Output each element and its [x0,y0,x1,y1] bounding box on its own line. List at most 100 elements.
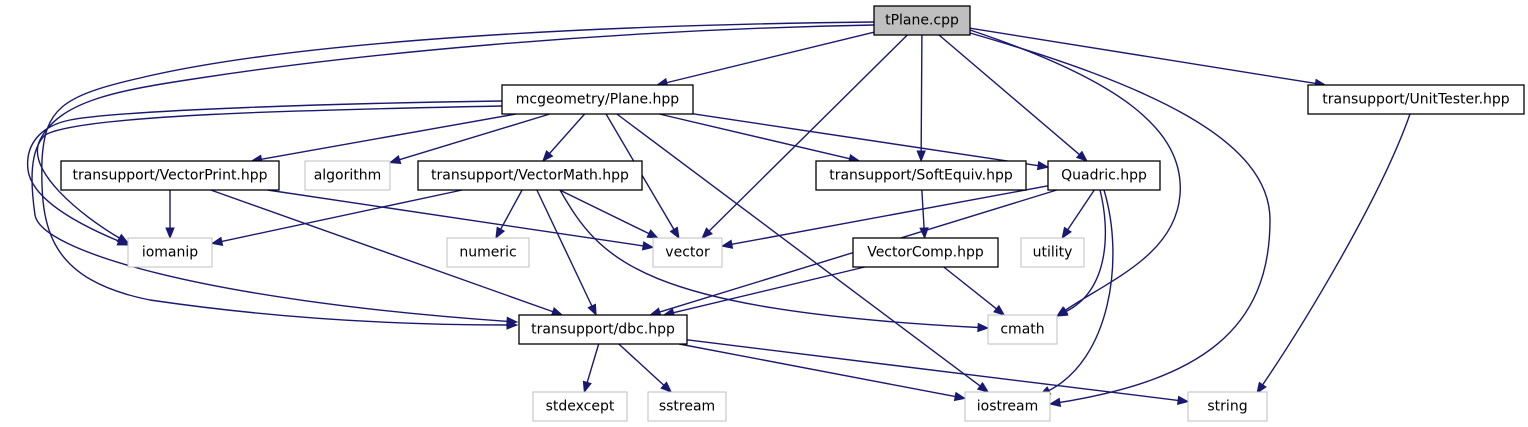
node-iomanip: iomanip [127,237,213,268]
edge-quadric_hpp-to-cmath [1055,189,1107,317]
node-utility: utility [1020,237,1085,268]
node-label: tPlane.cpp [885,13,959,29]
node-vectormath-hpp[interactable]: transupport/VectorMath.hpp [417,160,643,191]
node-box [60,160,280,191]
edge-arrowhead [977,322,990,333]
edge-quadric_hpp-to-vector [720,185,1049,249]
edge-tplane_cpp-to-plane_hpp [655,31,875,88]
node-box [873,5,971,36]
edge-arrowhead [641,241,655,251]
edge-arrowhead [550,307,564,316]
edge-arrowhead [1176,395,1190,406]
node-label: algorithm [314,168,382,184]
edge-arrowhead [1256,381,1267,395]
node-plane-hpp[interactable]: mcgeometry/Plane.hpp [501,84,694,115]
edge-tplane_cpp-to-vector [701,34,908,239]
node-tplane-cpp[interactable]: tPlane.cpp [873,5,971,36]
edge-vectorprint_hpp-to-iomanip [165,190,175,240]
edge-line [1064,189,1107,313]
node-box [501,84,694,115]
node-cmath: cmath [987,314,1058,345]
edge-arrowhead [1048,397,1062,408]
edge-arrowhead [701,227,713,239]
edge-line [686,339,1180,402]
edge-vectormath_hpp-to-numeric [495,189,523,240]
edge-line [398,113,551,161]
edge-quadric_hpp-to-utility [1061,189,1095,240]
edge-quadric_hpp-to-iostream [1038,189,1114,396]
edge-plane_hpp-to-dbc_hpp [31,105,519,327]
edge-plane_hpp-to-iostream [616,113,990,393]
node-box [417,160,643,191]
node-vectorprint-hpp[interactable]: transupport/VectorPrint.hpp [60,160,280,191]
edge-vectorcomp_hpp-to-cmath [943,266,1006,316]
edge-line [31,105,509,323]
edge-arrowhead [993,304,1006,316]
node-label: transupport/VectorMath.hpp [431,168,629,184]
edge-line [672,266,865,314]
edge-arrowhead [1036,160,1050,171]
node-label: VectorComp.hpp [867,245,984,261]
edge-line [586,343,600,384]
node-label: transupport/UnitTester.hpp [1322,92,1510,108]
node-vectorcomp-hpp[interactable]: VectorComp.hpp [852,237,999,268]
edge-arrowhead [165,227,175,240]
edge-arrowhead [210,236,224,246]
edge-tplane_cpp-to-quadric_hpp [938,34,1088,162]
edge-plane_hpp-to-softequiv_hpp [659,113,861,164]
edge-arrowhead [1061,226,1072,240]
node-box [1187,391,1268,422]
edge-line [260,113,517,161]
node-dbc-hpp[interactable]: transupport/dbc.hpp [518,314,688,345]
node-label: utility [1033,245,1073,261]
node-iostream: iostream [964,391,1051,422]
node-label: string [1207,399,1247,415]
edge-dbc_hpp-to-stdexcept [582,343,600,394]
edge-line [969,32,1271,404]
nodes-layer: tPlane.cpp mcgeometry/Plane.hpp transuppor… [60,5,1525,422]
edge-line [708,34,908,233]
node-label: transupport/SoftEquiv.hpp [829,168,1013,184]
edge-line [559,189,651,235]
edge-vectormath_hpp-to-cmath [559,189,990,333]
edge-plane_hpp-to-quadric_hpp [692,113,1050,171]
edge-line [969,29,1181,312]
node-box [446,237,530,268]
node-label: vector [665,245,710,261]
edge-arrowhead [1075,150,1088,162]
node-box [127,237,213,268]
edge-line [1066,189,1095,231]
edge-arrowhead [388,154,402,165]
node-softequiv-hpp[interactable]: transupport/SoftEquiv.hpp [815,160,1027,191]
node-vector: vector [652,237,723,268]
node-numeric: numeric [446,237,530,268]
edge-line [618,343,666,387]
edge-arrowhead [495,226,506,240]
node-label: cmath [1000,322,1044,338]
node-box [1047,160,1161,191]
node-unittester-hpp[interactable]: transupport/UnitTester.hpp [1307,84,1525,115]
edge-dbc_hpp-to-iostream [679,343,967,402]
edge-vectormath_hpp-to-iomanip [210,189,463,246]
edge-line [692,113,1040,167]
edge-arrowhead [669,226,680,240]
node-label: numeric [459,245,516,261]
node-quadric-hpp[interactable]: Quadric.hpp [1047,160,1161,191]
edge-arrowhead [976,381,990,393]
edge-line [920,34,923,153]
edge-arrowhead [116,236,130,246]
node-string: string [1187,391,1268,422]
edge-tplane_cpp-to-iostream [969,32,1271,408]
node-box [652,237,723,268]
edges-layer [26,21,1411,408]
edge-line [1261,113,1411,386]
edge-arrowhead [506,316,519,327]
edge-vectorcomp_hpp-to-dbc_hpp [662,266,865,318]
edge-arrowhead [587,303,597,317]
node-box [987,314,1058,345]
edge-line [1047,189,1114,392]
node-label: Quadric.hpp [1061,168,1147,184]
edge-line [969,27,1317,85]
node-box [815,160,1027,191]
edge-dbc_hpp-to-string [686,339,1190,406]
